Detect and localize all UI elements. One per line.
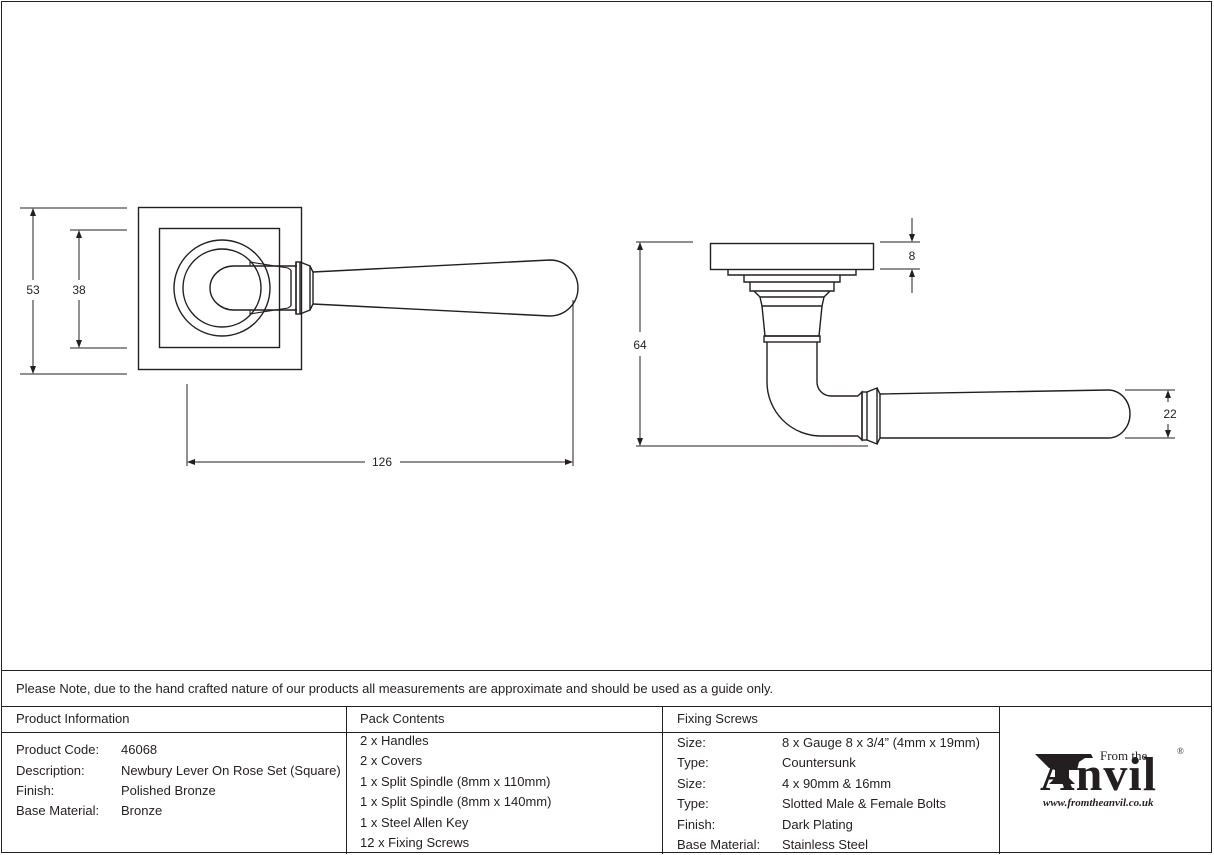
logo-registered: ® <box>1177 746 1184 756</box>
pack-contents-heading: Pack Contents <box>360 711 445 726</box>
anvil-icon <box>1035 754 1093 784</box>
fixing-screws-value: Slotted Male & Female Bolts <box>782 796 947 811</box>
product-info-label: Finish: <box>16 783 55 798</box>
logo-from-the: From the <box>1100 748 1148 763</box>
pack-contents-item: 2 x Covers <box>360 753 423 768</box>
fixing-screws-label: Type: <box>677 796 709 811</box>
dim-lever-thickness: 22 <box>1163 407 1177 421</box>
headers-bottom-rule <box>1 732 999 733</box>
fixing-screws-label: Size: <box>677 735 706 750</box>
dim-overall-height: 53 <box>26 283 40 297</box>
product-info-value: Newbury Lever On Rose Set (Square) <box>121 763 341 778</box>
product-info-label: Description: <box>16 763 85 778</box>
product-info-label: Base Material: <box>16 803 100 818</box>
pack-contents-item: 1 x Split Spindle (8mm x 140mm) <box>360 794 552 809</box>
column-divider-3 <box>999 706 1000 854</box>
fixing-screws-value: Stainless Steel <box>782 837 868 852</box>
pack-contents-item: 1 x Split Spindle (8mm x 110mm) <box>360 774 551 789</box>
dim-lever-length: 126 <box>372 455 392 469</box>
fixing-screws-value: 4 x 90mm & 16mm <box>782 776 892 791</box>
fixing-screws-value: Dark Plating <box>782 817 853 832</box>
pack-contents-item: 12 x Fixing Screws <box>360 835 470 850</box>
technical-drawing: 53 38 126 64 8 22 <box>20 206 1177 469</box>
disclaimer-note: Please Note, due to the hand crafted nat… <box>16 681 774 696</box>
front-view-handle <box>137 206 579 371</box>
column-divider-2 <box>662 706 663 854</box>
product-info-value: 46068 <box>121 742 158 757</box>
table-top-rule <box>1 670 1212 671</box>
product-info-value: Bronze <box>121 803 163 818</box>
column-divider-1 <box>346 706 347 854</box>
logo-url: www.fromtheanvil.co.uk <box>1043 797 1154 809</box>
pack-contents-item: 2 x Handles <box>360 733 429 748</box>
front-view-dimensions <box>20 207 574 466</box>
fixing-screws-label: Base Material: <box>677 837 761 852</box>
dim-inner-height: 38 <box>72 283 86 297</box>
dim-rose-thickness: 8 <box>909 249 916 263</box>
fixing-screws-label: Type: <box>677 755 709 770</box>
product-info-label: Product Code: <box>16 742 100 757</box>
logo-brand: Anvil <box>1040 748 1158 801</box>
product-info-value: Polished Bronze <box>121 783 216 798</box>
side-view-handle <box>709 242 1131 446</box>
side-view-dimensions <box>636 218 1175 447</box>
note-bottom-rule <box>1 706 1212 707</box>
fixing-screws-label: Size: <box>677 776 706 791</box>
dimension-arrowheads <box>30 208 1171 465</box>
product-information-heading: Product Information <box>16 711 130 726</box>
pack-contents-item: 1 x Steel Allen Key <box>360 815 469 830</box>
fixing-screws-value: Countersunk <box>782 755 856 770</box>
fixing-screws-heading: Fixing Screws <box>677 711 758 726</box>
dim-side-height: 64 <box>633 338 647 352</box>
fixing-screws-label: Finish: <box>677 817 716 832</box>
fixing-screws-value: 8 x Gauge 8 x 3/4” (4mm x 19mm) <box>782 735 980 750</box>
